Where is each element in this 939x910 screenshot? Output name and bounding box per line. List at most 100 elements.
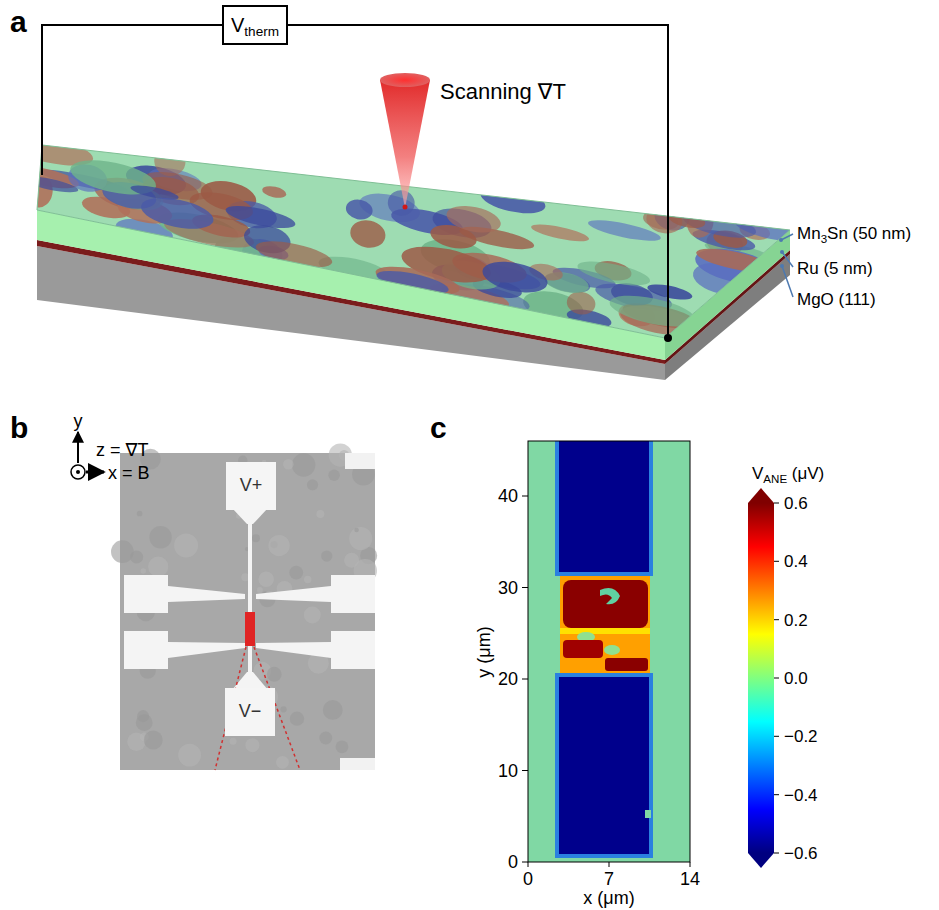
micrograph-grain: [336, 740, 349, 753]
contact-pad: [124, 575, 168, 613]
micrograph: [120, 453, 375, 770]
colorbar-tick-label: −0.6: [784, 845, 818, 862]
micrograph-grain: [283, 459, 293, 469]
out-of-plane-symbol: [71, 465, 85, 479]
domain-blob: [587, 216, 663, 245]
axis-ticks: [522, 496, 690, 867]
domain-blob: [348, 217, 388, 251]
mn3sn-top: [37, 145, 790, 338]
node-text: V−: [239, 702, 262, 722]
micrograph-grain: [316, 510, 324, 518]
laser-beam: [380, 80, 430, 208]
domain-blob: [444, 201, 503, 237]
domain-blob: [22, 173, 80, 196]
pad-edge: [340, 758, 375, 770]
micrograph-grain: [258, 571, 274, 587]
wire: [42, 25, 222, 175]
colorbar: [748, 503, 774, 853]
tick-label: 7: [604, 870, 614, 888]
tick-label: 0: [508, 853, 518, 871]
colorbar-extend: [748, 853, 774, 868]
domain-positive-core: [563, 640, 603, 658]
domain-negative: [559, 441, 649, 572]
leader-dot: [780, 250, 784, 254]
tick: [774, 503, 779, 504]
leader-line: [781, 234, 793, 240]
domain-blob: [138, 192, 216, 234]
tick: [774, 794, 779, 795]
micrograph-grain: [136, 714, 153, 731]
domain-blob: [385, 188, 417, 218]
micrograph-grain: [276, 756, 289, 769]
domain-edge: [555, 441, 653, 576]
tick: [522, 770, 528, 771]
domain-positive-core: [563, 580, 648, 628]
layer-label: Ru (5 nm): [797, 260, 873, 277]
tick-label: 30: [498, 579, 518, 597]
tick: [609, 862, 610, 867]
colorbar-ticks: [774, 503, 779, 853]
micrograph-grain: [349, 527, 372, 550]
beam-label: Scanning ∇T: [440, 81, 566, 103]
colorbar-extend: [748, 488, 774, 503]
node-text: Vtherm: [231, 14, 279, 36]
top-outline: [37, 145, 790, 338]
micrograph-grain: [292, 453, 315, 476]
text-subscript: therm: [244, 24, 279, 39]
micrograph-grain: [319, 732, 332, 745]
tick: [774, 561, 779, 562]
trace: [256, 586, 331, 602]
mn3sn-front: [37, 210, 665, 360]
wire: [288, 25, 668, 338]
micrograph-grain: [354, 528, 359, 533]
laser-beam-top: [380, 73, 430, 87]
micrograph-grain: [174, 534, 198, 558]
trace: [168, 642, 245, 658]
tick: [690, 862, 691, 867]
micrograph-grain: [252, 534, 260, 542]
micrograph-grain: [280, 706, 286, 712]
tick-label: 14: [680, 870, 700, 888]
pad-edge: [345, 453, 375, 469]
tick: [774, 853, 779, 854]
text-part: V: [752, 464, 763, 483]
text-part: Mn: [797, 224, 821, 243]
tick: [774, 736, 779, 737]
text-subscript: 3: [821, 232, 827, 244]
tick: [774, 619, 779, 620]
micrograph-grain: [144, 731, 163, 750]
field-arrow: [86, 471, 104, 474]
domain-blob: [344, 197, 374, 222]
contact-pad: [331, 631, 375, 669]
domain-hole: [600, 588, 620, 604]
hall-bar: [248, 508, 252, 690]
colorbar-tick-label: 0.4: [784, 553, 808, 570]
leader-line: [782, 266, 793, 297]
micrograph-grain: [323, 700, 343, 720]
leader-dot: [779, 238, 783, 242]
voltmeter-box: Vtherm: [222, 5, 288, 45]
layer-label: Mn3Sn (50 nm): [797, 225, 911, 242]
micrograph-grain: [344, 553, 359, 568]
domain-blob: [576, 257, 652, 290]
laser-spot: [403, 205, 408, 210]
node-text: V+: [240, 476, 263, 496]
axis-title: y (μm): [475, 626, 493, 677]
colorbar-title: VANE (μV): [752, 465, 824, 482]
text-part: V: [231, 14, 244, 36]
panel-letter: a: [10, 7, 27, 37]
micrograph-grain: [257, 587, 263, 593]
pad-neck: [232, 508, 268, 524]
domain-blob: [261, 184, 287, 199]
tick-label: 20: [498, 670, 518, 688]
tick: [522, 862, 528, 863]
micrograph-grain: [289, 566, 303, 580]
leader-line: [782, 252, 793, 267]
tick-label: 40: [498, 487, 518, 505]
domain-positive-core: [605, 658, 648, 671]
text-part: (μV): [787, 464, 824, 483]
micrograph-grain: [178, 744, 201, 767]
text-part: Sn (50 nm): [827, 224, 911, 243]
domain-boundary: [560, 628, 650, 634]
